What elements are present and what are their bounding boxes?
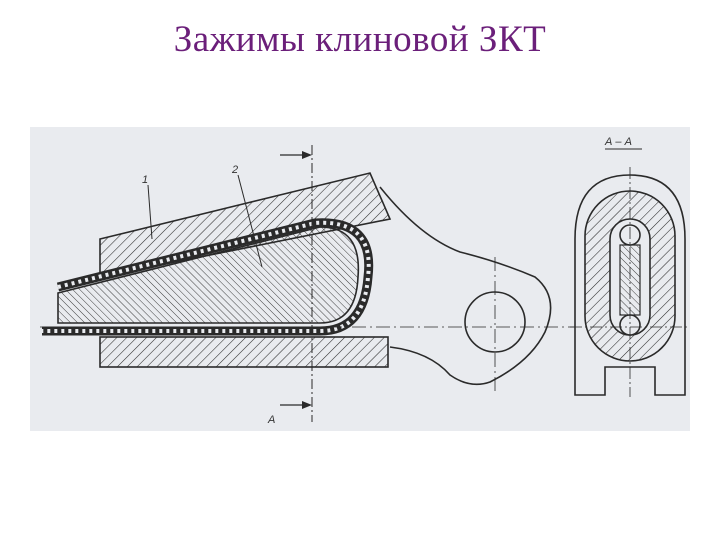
label-part-2: 2: [231, 164, 238, 176]
slide-title: Зажимы клиновой ЗКТ: [173, 19, 547, 60]
clamp-side-view: [40, 145, 590, 422]
leader-part-1: [147, 184, 153, 240]
label-section-view: А – А: [604, 136, 632, 148]
clamp-body-outline: [379, 186, 552, 386]
section-view: [570, 148, 690, 397]
label-part-1: 1: [142, 174, 148, 186]
top-jaw: [99, 172, 392, 278]
leader-part-2: [237, 174, 263, 268]
wedge: [57, 226, 360, 324]
bottom-jaw: [99, 336, 389, 368]
technical-drawing: 1 2 А А – А: [30, 127, 690, 431]
label-section-bottom: А: [267, 414, 275, 426]
